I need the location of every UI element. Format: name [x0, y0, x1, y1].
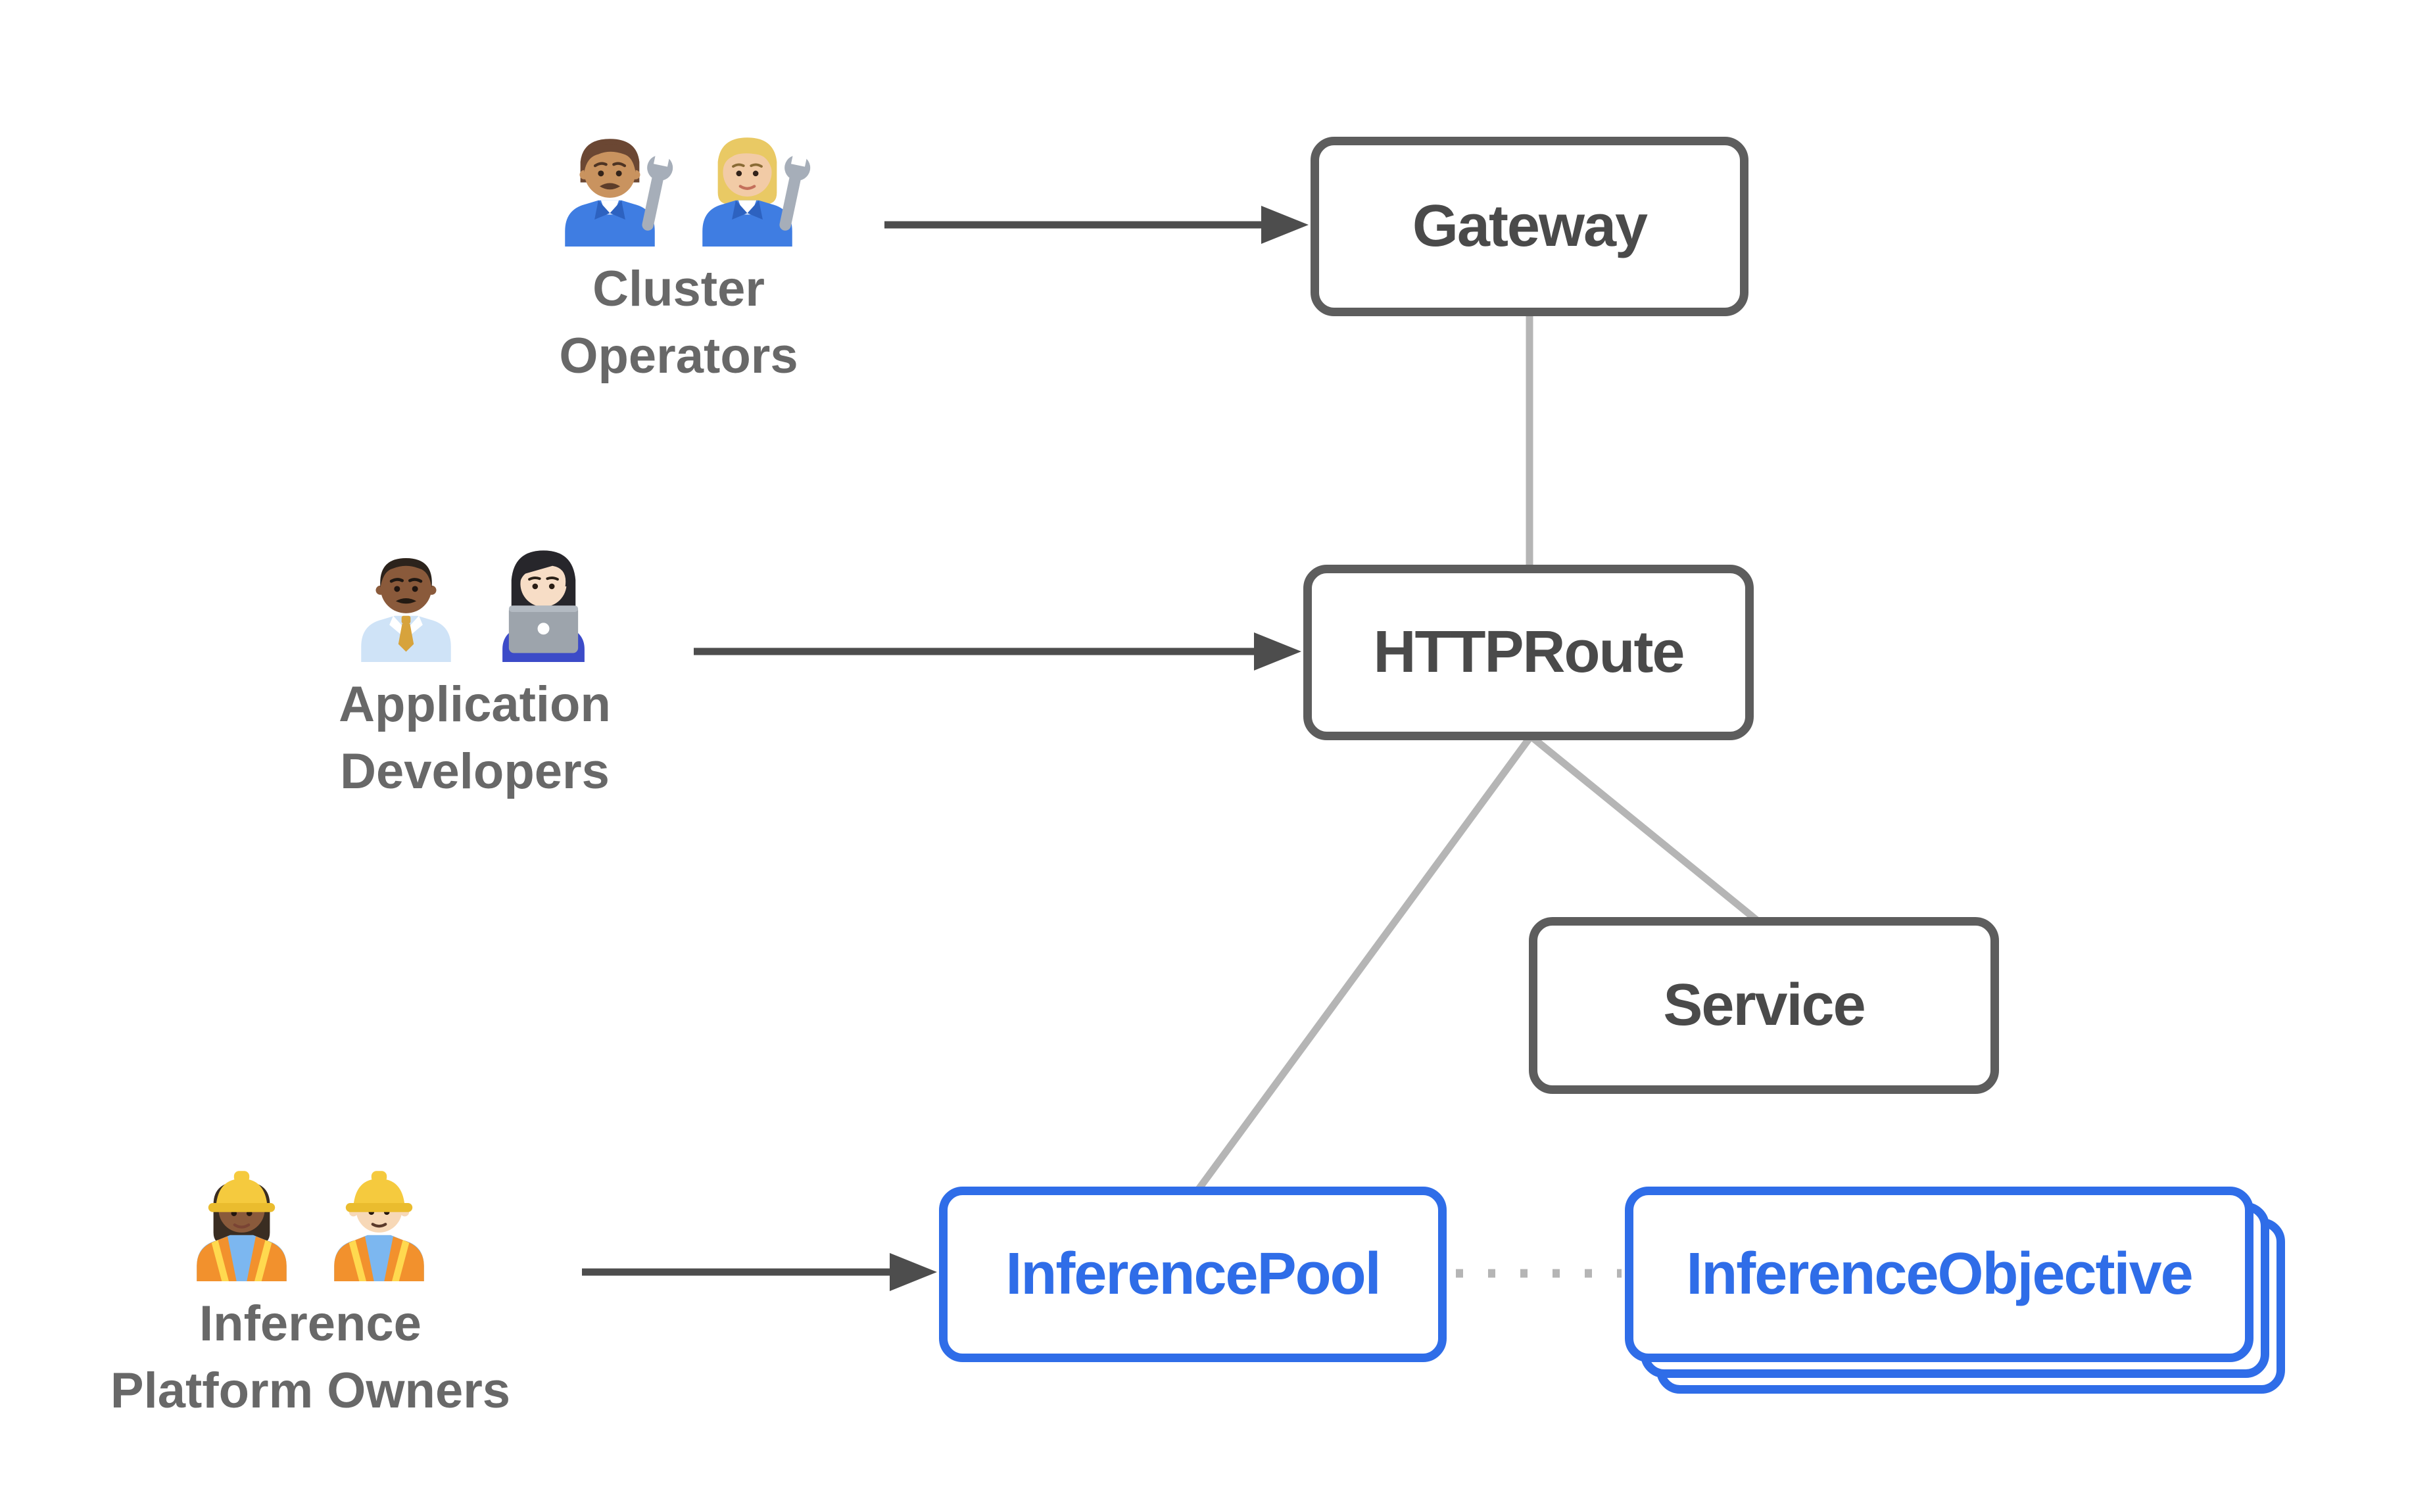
application-developers-icons — [342, 534, 608, 662]
label-line: Operators — [559, 328, 798, 384]
edge-httproute-inferencepool — [1195, 734, 1534, 1193]
inferenceobjective-node: InferenceObjective — [1625, 1187, 2253, 1362]
woman-mechanic-emoji — [702, 137, 811, 247]
label-line: Developers — [340, 744, 610, 799]
wrench-icon — [642, 147, 673, 231]
inferencepool-node: InferencePool — [939, 1187, 1447, 1362]
man-mechanic-emoji — [565, 139, 673, 247]
cluster-operators-label: Cluster Operators — [559, 256, 798, 390]
hard-hat-icon — [208, 1171, 276, 1212]
inferencepool-label: InferencePool — [1005, 1241, 1381, 1307]
arrow-application-developers-httproute — [694, 632, 1301, 671]
persona-cluster-operators: Cluster Operators — [383, 118, 975, 390]
gateway-node: Gateway — [1311, 137, 1748, 316]
inference-platform-owners-icons — [178, 1153, 443, 1281]
label-line: Inference — [199, 1296, 422, 1352]
hard-hat-icon — [345, 1171, 413, 1212]
cluster-operators-icons — [546, 118, 811, 247]
service-label: Service — [1663, 972, 1866, 1038]
label-line: Cluster — [592, 261, 765, 317]
gateway-label: Gateway — [1412, 193, 1648, 259]
label-line: Application — [339, 676, 611, 732]
persona-inference-platform-owners: Inference Platform Owners — [14, 1153, 606, 1425]
inferenceobjective-label: InferenceObjective — [1686, 1241, 2193, 1307]
httproute-label: HTTPRoute — [1373, 619, 1685, 685]
application-developers-label: Application Developers — [339, 671, 611, 805]
persona-application-developers: Application Developers — [179, 534, 771, 805]
man-construction-worker-emoji — [334, 1171, 424, 1281]
edge-httproute-service — [1528, 733, 1760, 924]
inference-platform-owners-label: Inference Platform Owners — [110, 1290, 510, 1425]
inferenceobjective-stack: InferenceObjective — [1625, 1187, 2285, 1394]
woman-construction-worker-emoji — [197, 1171, 287, 1281]
laptop-icon — [508, 605, 579, 653]
wrench-icon — [779, 147, 811, 231]
arrow-platform-owners-inferencepool — [582, 1253, 937, 1291]
httproute-node: HTTPRoute — [1303, 565, 1754, 740]
service-node: Service — [1529, 917, 1999, 1094]
man-office-worker-emoji — [361, 558, 451, 662]
label-line: Platform Owners — [110, 1363, 511, 1419]
woman-technologist-emoji — [502, 550, 585, 662]
